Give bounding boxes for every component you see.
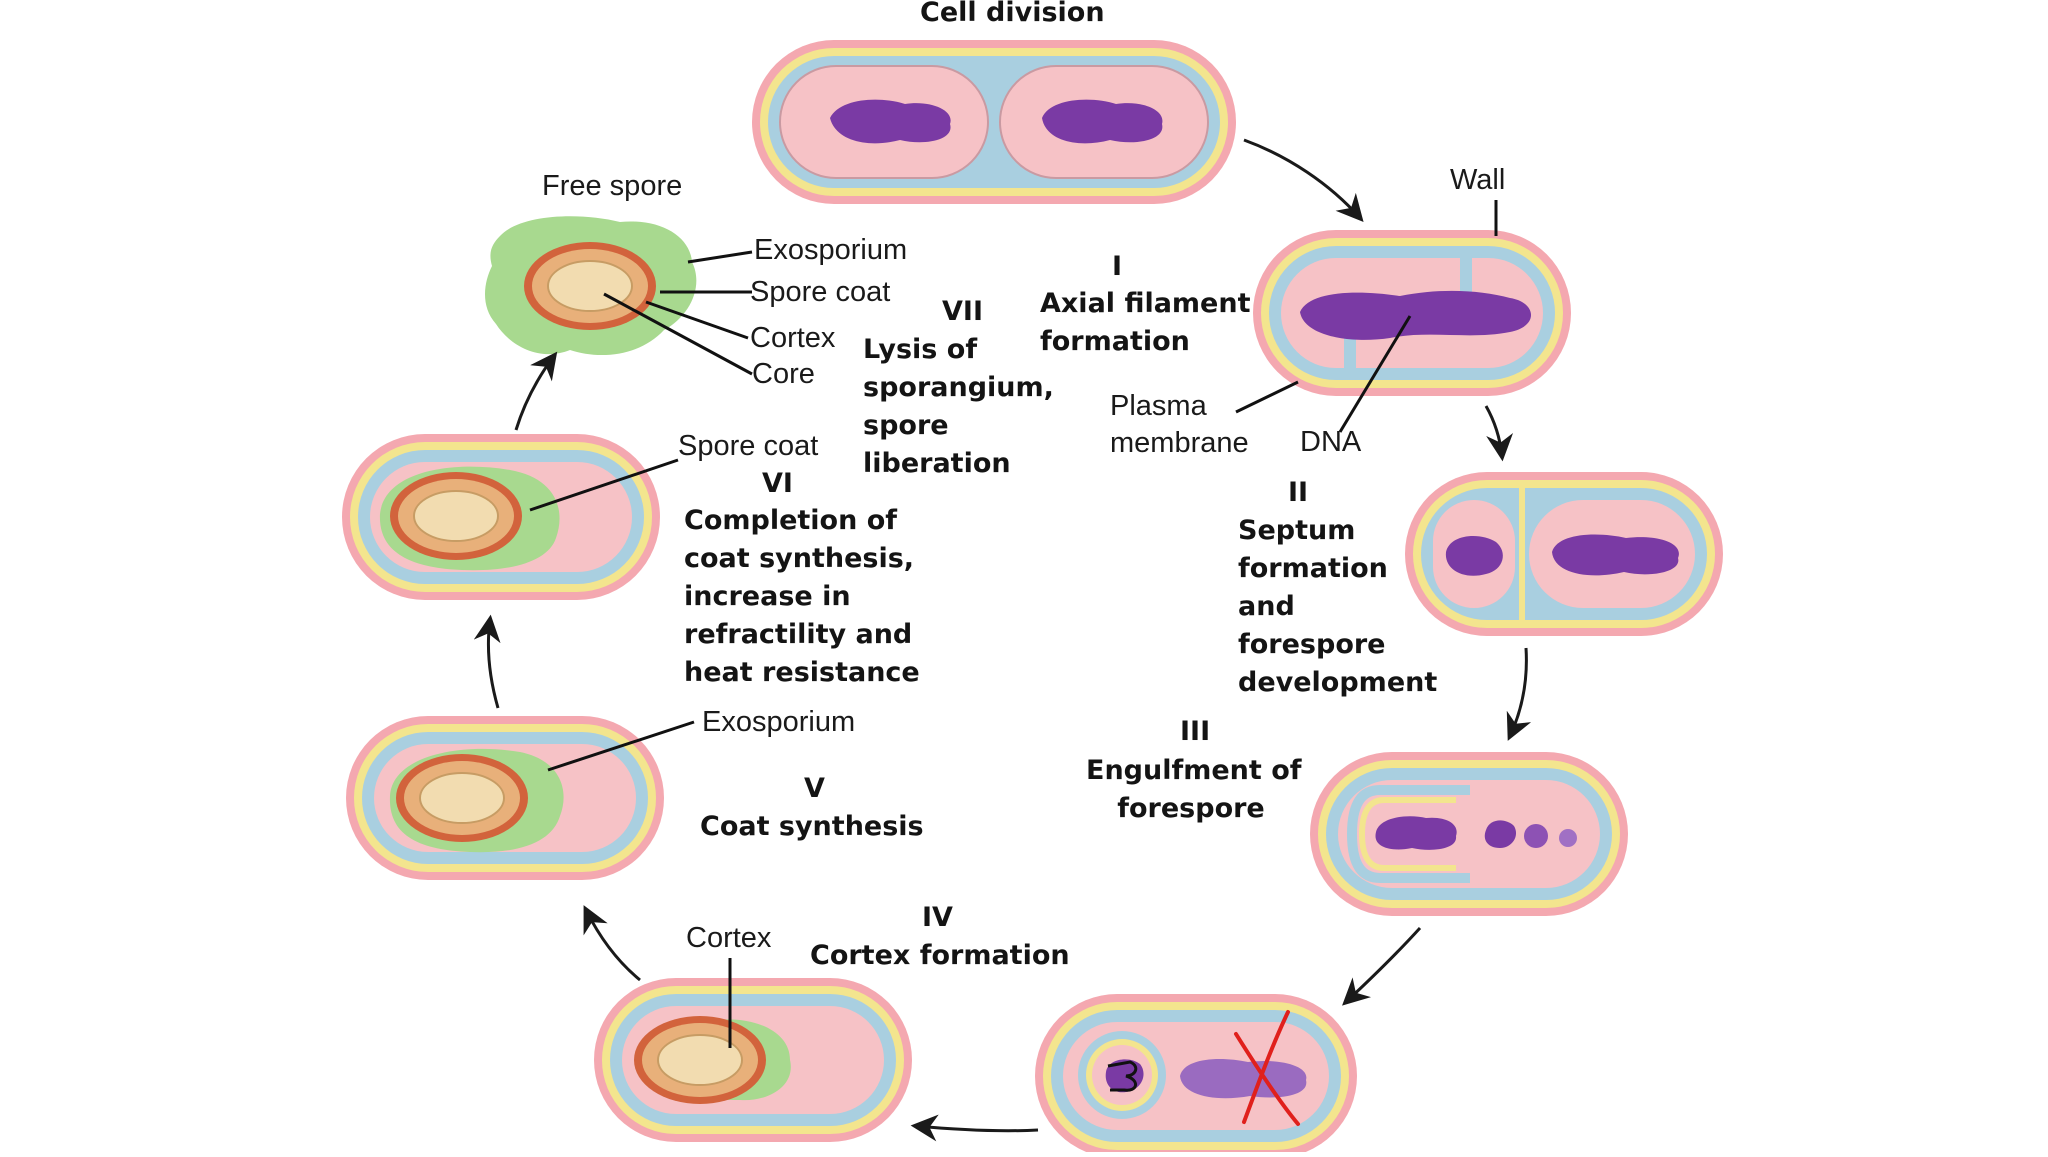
stage-ii-caption: Septum formation and forespore developme… xyxy=(1238,515,1438,698)
label-core-free: Core xyxy=(752,358,815,390)
dna-blob xyxy=(1300,290,1532,340)
title-cell-division: Cell division xyxy=(920,0,1105,28)
cycle-arrows xyxy=(473,138,1532,1142)
stage-v-cell xyxy=(346,716,664,880)
stage-vi-cell xyxy=(342,434,660,600)
label-exosporium-free: Exosporium xyxy=(754,234,908,266)
stage-i-cell xyxy=(1253,230,1571,396)
stage-iv-numeral: IV xyxy=(922,902,953,933)
dna-blob xyxy=(1552,534,1679,576)
free-spore xyxy=(485,216,697,356)
stage-iv-cell xyxy=(594,978,912,1142)
label-spore-coat-vi: Spore coat xyxy=(678,430,819,462)
cell-division-cell xyxy=(752,40,1236,204)
stage-iii-cell xyxy=(1310,752,1628,916)
dna-blob xyxy=(1375,816,1457,850)
stage-vii-numeral: VII xyxy=(942,296,983,327)
stage-vi-numeral: VI xyxy=(762,468,793,499)
hand-drawn-b-mark xyxy=(1107,1060,1138,1092)
red-cross-annotation xyxy=(1234,1010,1300,1126)
stage-v-numeral: V xyxy=(804,773,825,804)
leader-lines xyxy=(529,200,1498,1048)
label-plasma-membrane: Plasma membrane xyxy=(1110,390,1249,459)
dna-blob xyxy=(1445,536,1503,576)
stage-iii-caption: Engulfment of forespore xyxy=(1086,755,1302,824)
dna-blob xyxy=(1524,824,1548,848)
stage-vii-caption: Lysis of sporangium, spore liberation xyxy=(863,334,1054,479)
stage-i-numeral: I xyxy=(1112,251,1123,282)
arrow xyxy=(1506,647,1532,741)
label-free-spore: Free spore xyxy=(542,170,683,202)
label-exosporium-v: Exosporium xyxy=(702,706,856,738)
dna-blob xyxy=(1042,99,1163,144)
stage-i-caption: Axial filament formation xyxy=(1040,288,1251,357)
stage-iii-numeral: III xyxy=(1180,716,1211,747)
stage-ii-cell xyxy=(1405,472,1723,636)
stage-v-caption: Coat synthesis xyxy=(700,811,924,842)
arrow xyxy=(910,1114,1039,1142)
arrow xyxy=(1342,926,1422,1006)
label-cortex-free: Cortex xyxy=(750,322,836,354)
arrow xyxy=(514,351,558,431)
label-dna: DNA xyxy=(1300,426,1362,458)
forespore-cell xyxy=(1035,994,1357,1157)
label-spore-coat-free: Spore coat xyxy=(750,276,891,308)
dna-blob xyxy=(1180,1058,1307,1099)
arrow xyxy=(1243,138,1364,223)
arrow xyxy=(1484,405,1514,462)
arrow xyxy=(473,614,501,709)
stage-iv-caption: Cortex formation xyxy=(810,940,1070,971)
label-wall: Wall xyxy=(1450,164,1506,196)
arrow xyxy=(583,905,641,982)
stage-ii-numeral: II xyxy=(1288,477,1309,508)
dna-blob xyxy=(1484,820,1517,848)
label-cortex-iv: Cortex xyxy=(686,922,772,954)
dna-blob xyxy=(830,99,951,144)
stage-vi-caption: Completion of coat synthesis, increase i… xyxy=(684,505,920,688)
dna-blob xyxy=(1559,829,1577,847)
